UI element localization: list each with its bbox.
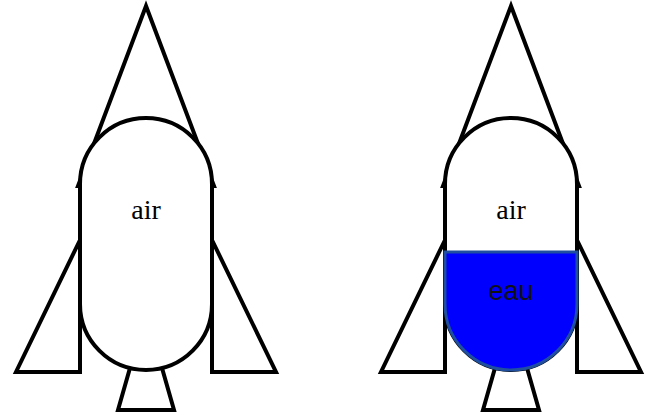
nozzle [483, 368, 539, 410]
rocket-body-outline [80, 118, 212, 370]
water-label: eau [445, 277, 577, 307]
air-label: air [80, 195, 212, 226]
rocket-body-shape [80, 118, 212, 370]
rocket-body-shape [445, 118, 577, 370]
water-volume: eau [445, 252, 577, 370]
fin [577, 240, 641, 372]
rocket-body: air eau [445, 118, 577, 370]
rocket-body: air [80, 118, 212, 370]
nozzle [118, 368, 174, 410]
fin [16, 240, 80, 372]
left-rocket [16, 6, 276, 410]
air-label: air [445, 195, 577, 226]
water-volume-outline [445, 252, 577, 370]
fin [381, 240, 445, 372]
water-volume-shape [445, 252, 577, 370]
fin [212, 240, 276, 372]
right-rocket [381, 6, 641, 410]
